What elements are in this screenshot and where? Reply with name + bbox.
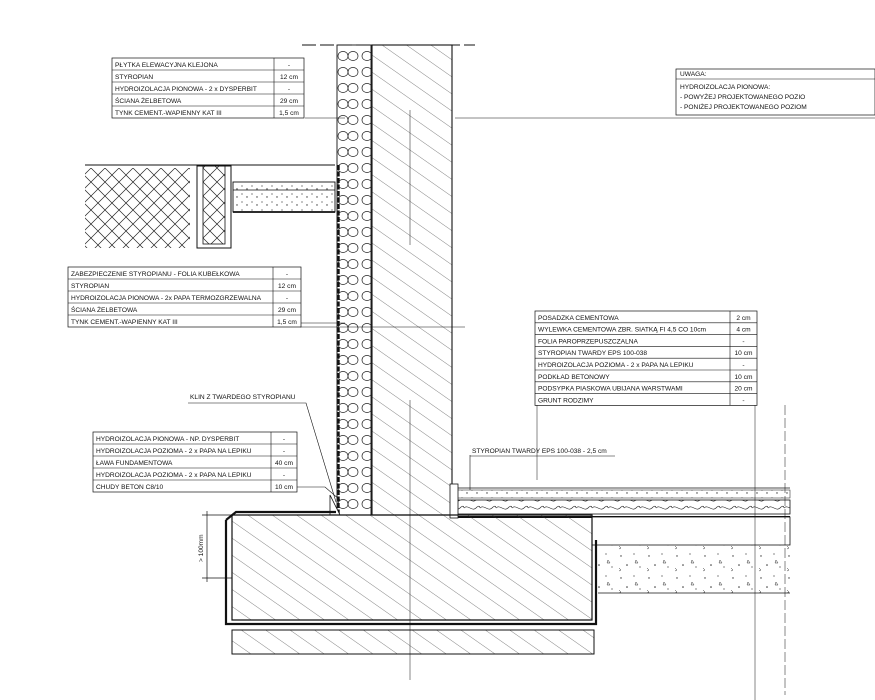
- table-floor: POSADZKA CEMENTOWA 2 cm WYLEWKA CEMENTOWA …: [534, 310, 758, 406]
- table-cell-value: -: [286, 295, 288, 302]
- table-cell-value: 1,5 cm: [279, 110, 299, 117]
- table-wall-upper: PŁYTKA ELEWACYJNA KLEJONA - STYROPIAN 12 cm…: [111, 57, 305, 119]
- strip-footing: [231, 514, 593, 621]
- notes-line3: - PONIŻEJ PROJEKTOWANEGO POZIOM: [680, 102, 807, 111]
- reinforced-concrete-wall: [371, 44, 453, 516]
- notes-line1: HYDROIZOLACJA PIONOWA:: [680, 84, 770, 91]
- notes-line2: - POWYŻEJ PROJEKTOWANEGO POZIO: [680, 92, 805, 101]
- table-cell-label: PODKŁAD BETONOWY: [538, 374, 610, 381]
- table-cell-label: TYNK CEMENT.-WAPIENNY KAT III: [115, 110, 222, 117]
- table-cell-value: 10 cm: [735, 350, 753, 357]
- table-cell-label: WYLEWKA CEMENTOWA ZBR. SIATKĄ FI 4,5 CO …: [538, 327, 707, 334]
- table-wall-lower: ZABEZPIECZENIE STYROPIANU - FOLIA KUBEŁK…: [67, 266, 302, 328]
- notes-box: UWAGA: HYDROIZOLACJA PIONOWA: - POWYŻEJ …: [675, 68, 875, 116]
- table-cell-label: STYROPIAN: [115, 74, 153, 81]
- table-cell-label: TYNK CEMENT.-WAPIENNY KAT III: [71, 319, 178, 326]
- table-cell-value: 4 cm: [736, 327, 751, 334]
- table-cell-value: 12 cm: [278, 283, 296, 290]
- table-cell-label: CHUDY BETON C8/10: [96, 484, 164, 491]
- table-cell-value: -: [283, 472, 285, 479]
- eps-edge-strip: [449, 483, 459, 519]
- table-cell-label: STYROPIAN: [71, 283, 109, 290]
- table-cell-value: 20 cm: [735, 386, 753, 393]
- table-cell-value: -: [286, 271, 288, 278]
- table-cell-label: PODSYPKA PIASKOWA UBIJANA WARSTWAMI: [538, 386, 683, 393]
- table-cell-value: -: [283, 448, 285, 455]
- table-cell-label: HYDROIZOLACJA POZIOMA - 2 x PAPA NA LEPI…: [538, 362, 694, 369]
- table-footing: HYDROIZOLACJA PIONOWA - NP. DYSPERBIT - HY…: [92, 431, 298, 493]
- table-cell-value: 1,5 cm: [277, 319, 297, 326]
- table-cell-value: -: [742, 362, 744, 369]
- table-cell-label: HYDROIZOLACJA PIONOWA - NP. DYSPERBIT: [96, 436, 239, 443]
- table-cell-value: -: [742, 397, 744, 404]
- table-cell-value: -: [288, 86, 290, 93]
- wall-insulation: [336, 44, 372, 516]
- eps-strip-label: STYROPIAN TWARDY EPS 100-038 - 2,5 cm: [472, 448, 607, 455]
- table-cell-value: -: [288, 62, 290, 69]
- table-cell-label: FOLIA PAROPRZEPUSZCZALNA: [538, 338, 639, 345]
- table-cell-value: 29 cm: [280, 98, 298, 105]
- ground-left: [85, 164, 335, 249]
- table-cell-label: HYDROIZOLACJA POZIOMA - 2 x PAPA NA LEPI…: [96, 448, 252, 455]
- floor-layers: [451, 487, 791, 594]
- lean-concrete: [231, 629, 595, 655]
- table-cell-value: 2 cm: [736, 315, 751, 322]
- wedge-label: KLIN Z TWARDEGO STYROPIANU: [190, 394, 296, 401]
- table-cell-label: ŚCIANA ŻELBETOWA: [115, 96, 182, 105]
- table-cell-label: STYROPIAN TWARDY EPS 100-038: [538, 350, 647, 357]
- table-cell-value: 29 cm: [278, 307, 296, 314]
- notes-title: UWAGA:: [680, 71, 707, 78]
- table-cell-label: POSADZKA CEMENTOWA: [538, 315, 619, 322]
- table-cell-label: PŁYTKA ELEWACYJNA KLEJONA: [115, 62, 218, 69]
- table-cell-label: ŁAWA FUNDAMENTOWA: [96, 460, 173, 467]
- table-cell-value: -: [283, 436, 285, 443]
- table-cell-value: 12 cm: [280, 74, 298, 81]
- table-cell-label: ŚCIANA ŻELBETOWA: [71, 305, 138, 314]
- table-cell-label: HYDROIZOLACJA PIONOWA - 2 x DYSPERBIT: [115, 86, 257, 93]
- table-cell-label: GRUNT RODZIMY: [538, 397, 594, 404]
- dimension-100mm: > 100mm: [198, 511, 232, 582]
- table-cell-value: -: [742, 338, 744, 345]
- table-cell-value: 10 cm: [735, 374, 753, 381]
- table-cell-value: 10 cm: [275, 484, 293, 491]
- table-cell-label: HYDROIZOLACJA PIONOWA - 2x PAPA TERMOZGR…: [71, 295, 262, 302]
- table-cell-label: ZABEZPIECZENIE STYROPIANU - FOLIA KUBEŁK…: [71, 271, 240, 278]
- dimension-label: > 100mm: [198, 534, 205, 562]
- floor-slab-upper: [232, 181, 336, 213]
- leader-lines: [188, 117, 538, 503]
- table-cell-label: HYDROIZOLACJA POZIOMA - 2 x PAPA NA LEPI…: [96, 472, 252, 479]
- table-cell-value: 40 cm: [275, 460, 293, 467]
